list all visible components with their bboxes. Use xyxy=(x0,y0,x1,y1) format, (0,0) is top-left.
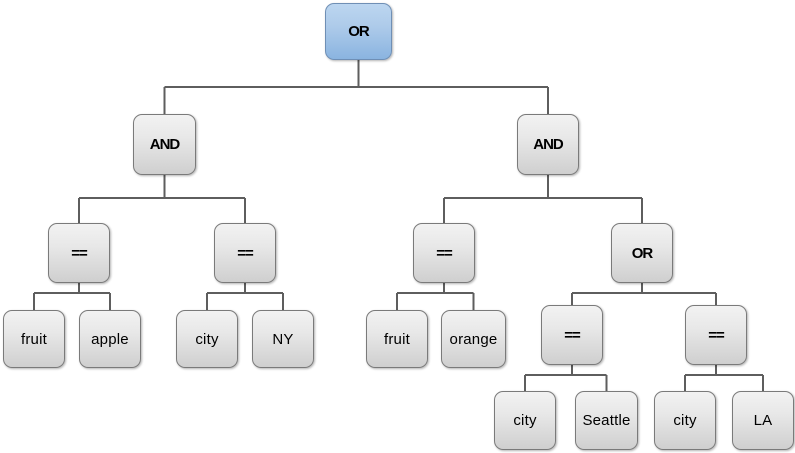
tree-node-label: == xyxy=(708,326,725,344)
tree-node-and[interactable]: AND xyxy=(517,114,579,175)
tree-node-label: OR xyxy=(631,244,653,262)
tree-node-apple[interactable]: apple xyxy=(79,310,141,368)
tree-node-city[interactable]: city xyxy=(654,391,716,450)
tree-node-label: orange xyxy=(449,330,498,348)
tree-node-label: city xyxy=(673,412,697,429)
tree-node-label: fruit xyxy=(20,330,47,348)
tree-node-[interactable]: == xyxy=(214,223,276,283)
tree-node-label: LA xyxy=(753,412,773,429)
tree-node-[interactable]: == xyxy=(48,223,110,283)
tree-node-[interactable]: == xyxy=(413,223,475,283)
tree-node-seattle[interactable]: Seattle xyxy=(575,391,638,450)
tree-node-[interactable]: == xyxy=(541,305,603,365)
tree-node-fruit[interactable]: fruit xyxy=(3,310,65,368)
tree-node-[interactable]: == xyxy=(685,305,747,365)
tree-node-label: OR xyxy=(348,23,369,40)
tree-node-city[interactable]: city xyxy=(494,391,556,450)
tree-node-label: Seattle xyxy=(582,412,631,429)
tree-node-and[interactable]: AND xyxy=(133,114,196,175)
tree-node-or[interactable]: OR xyxy=(325,3,392,60)
tree-node-label: city xyxy=(195,330,219,348)
tree-node-or[interactable]: OR xyxy=(611,223,673,283)
tree-node-city[interactable]: city xyxy=(176,310,238,368)
tree-node-ny[interactable]: NY xyxy=(252,310,314,368)
tree-node-label: fruit xyxy=(383,330,410,348)
tree-node-label: apple xyxy=(91,330,129,348)
tree-node-label: == xyxy=(436,244,453,262)
tree-node-label: city xyxy=(513,412,537,429)
tree-node-label: NY xyxy=(272,330,294,348)
tree-node-fruit[interactable]: fruit xyxy=(366,310,428,368)
tree-node-orange[interactable]: orange xyxy=(441,310,506,368)
tree-node-label: == xyxy=(71,244,88,262)
tree-node-label: AND xyxy=(533,136,563,153)
tree-node-la[interactable]: LA xyxy=(732,391,794,450)
tree-node-label: == xyxy=(237,244,254,262)
tree-node-label: AND xyxy=(149,136,180,153)
tree-node-label: == xyxy=(564,326,581,344)
